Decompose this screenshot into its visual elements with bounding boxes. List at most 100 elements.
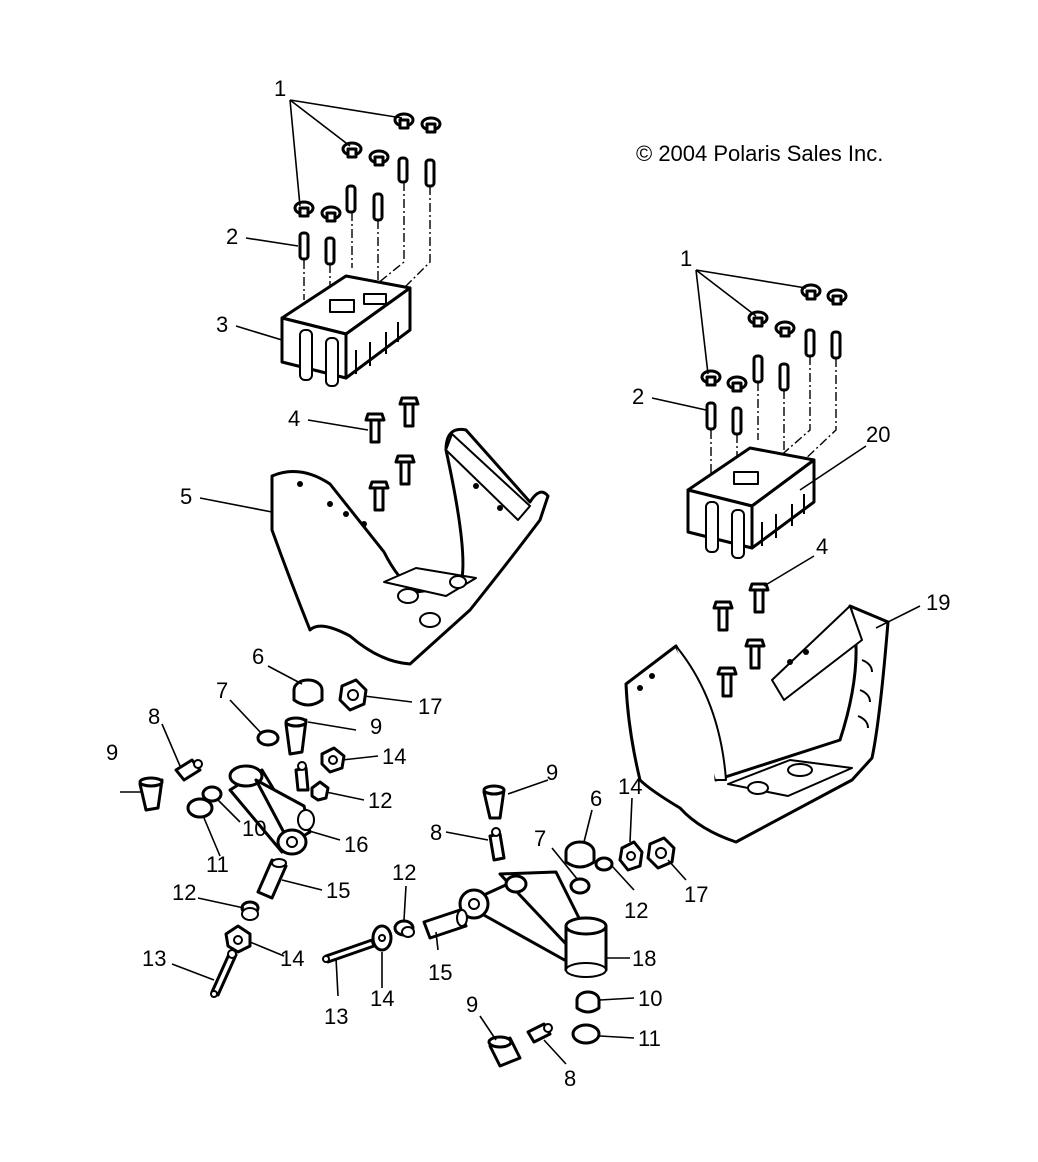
ring-11-right <box>571 1023 601 1045</box>
retainer-cap <box>774 320 796 338</box>
callout-7: 7 <box>534 826 546 851</box>
bushing-9-upper-left <box>284 716 308 756</box>
callout-8: 8 <box>430 820 442 845</box>
callout-9: 9 <box>370 714 382 739</box>
spacer-12-right <box>594 856 614 872</box>
screw <box>397 156 409 184</box>
callout-15: 15 <box>428 960 452 985</box>
grease-fitting-8-bottom <box>526 1022 553 1044</box>
callout-6: 6 <box>590 786 602 811</box>
screw <box>424 158 436 188</box>
leader-lines <box>120 99 921 1065</box>
cap-10-right <box>575 990 601 1014</box>
retainer-cap <box>341 141 363 159</box>
bolt <box>712 600 734 632</box>
callout-18: 18 <box>632 946 656 971</box>
callout-14: 14 <box>370 986 394 1011</box>
screw <box>804 328 816 358</box>
retainer-cap <box>747 310 769 328</box>
washer-14-center <box>371 924 393 952</box>
spacer-12-upper-left <box>310 780 330 802</box>
retainer-cap <box>726 375 748 393</box>
retainer-cap <box>320 205 342 223</box>
bolt <box>744 638 766 670</box>
spacer-12-left <box>240 900 260 921</box>
callout-14: 14 <box>618 774 642 799</box>
callout-12: 12 <box>172 880 196 905</box>
retainer-cap <box>826 288 848 306</box>
retainer-cap <box>420 116 442 134</box>
callout-14: 14 <box>382 744 406 769</box>
callout-10: 10 <box>638 986 662 1011</box>
callout-11: 11 <box>206 852 229 877</box>
callout-labels: 1 2 3 4 5 1 2 20 4 19 6 17 7 9 8 9 14 12… <box>106 76 950 1091</box>
screw <box>345 184 357 214</box>
screw <box>778 362 790 392</box>
screw-group-4-right <box>712 582 770 698</box>
nut-17-left <box>338 678 368 712</box>
retainer-cap-group-right <box>700 283 848 393</box>
callout-8: 8 <box>148 704 160 729</box>
callout-1: 1 <box>680 246 692 271</box>
callout-10: 10 <box>242 816 266 841</box>
retainer-cap <box>800 283 822 301</box>
callout-9: 9 <box>106 740 118 765</box>
spacer-12-center <box>393 919 415 938</box>
callout-4: 4 <box>288 406 300 431</box>
callout-12: 12 <box>624 898 648 923</box>
mount-block-left <box>280 274 412 387</box>
retainer-cap <box>700 369 722 387</box>
callout-5: 5 <box>180 484 192 509</box>
footwell-right <box>624 604 890 844</box>
bushing-9-center <box>482 784 506 820</box>
callout-19: 19 <box>926 590 950 615</box>
washer-14-upper-left <box>320 746 346 774</box>
callout-2: 2 <box>632 384 644 409</box>
grease-fitting-8-left <box>174 758 203 782</box>
bolt <box>394 454 416 486</box>
bolt <box>368 480 390 512</box>
callout-12: 12 <box>392 860 416 885</box>
washer-14-left <box>224 924 252 954</box>
callout-20: 20 <box>866 422 890 447</box>
cap-7-right <box>569 877 591 895</box>
retainer-cap <box>293 200 315 218</box>
callout-12: 12 <box>368 788 392 813</box>
callout-1: 1 <box>274 76 286 101</box>
bushing-9-bottom <box>487 1035 522 1068</box>
mount-block-right <box>686 446 816 559</box>
cap-10-left <box>201 785 223 803</box>
bolt <box>748 582 770 614</box>
ring-11-left <box>186 797 214 819</box>
bolt-13-left <box>210 949 238 998</box>
bumper-6-left <box>292 678 324 707</box>
cap-7-left <box>256 729 280 747</box>
footwell-left <box>270 427 550 666</box>
bolt-13-center <box>322 938 376 964</box>
screw-group-4-left <box>364 396 420 512</box>
grease-fitting-small-left <box>294 761 310 792</box>
callout-15: 15 <box>326 878 350 903</box>
pin-15-center <box>422 908 468 940</box>
callout-4: 4 <box>816 534 828 559</box>
callout-16: 16 <box>344 832 368 857</box>
callout-11: 11 <box>638 1026 661 1051</box>
screw-group-left <box>298 156 436 266</box>
screw <box>372 192 384 222</box>
callout-6: 6 <box>252 644 264 669</box>
washer-14-right <box>618 840 644 872</box>
screw <box>752 354 764 384</box>
bumper-6-right <box>564 840 596 869</box>
callout-8: 8 <box>564 1066 576 1091</box>
screw <box>705 401 717 431</box>
bolt <box>364 412 386 444</box>
copyright-notice: © 2004 Polaris Sales Inc. <box>636 141 883 166</box>
screw <box>324 236 336 266</box>
grease-fitting-8-center <box>488 827 506 862</box>
peg-arm-18 <box>458 870 608 978</box>
screw <box>830 330 842 360</box>
callout-9: 9 <box>546 760 558 785</box>
screw <box>731 406 743 436</box>
callout-3: 3 <box>216 312 228 337</box>
